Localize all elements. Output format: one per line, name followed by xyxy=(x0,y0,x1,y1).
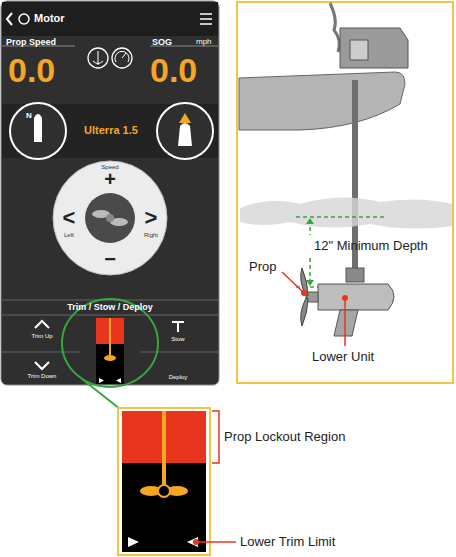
lockout-bracket xyxy=(212,411,219,463)
divider xyxy=(140,352,218,353)
prop-hub xyxy=(106,214,114,222)
prop-hub xyxy=(158,485,170,497)
control-symbol: + xyxy=(104,168,116,190)
control-symbol: < xyxy=(63,206,76,230)
cruise-symbol xyxy=(115,51,129,62)
control-label: Right xyxy=(144,232,158,239)
zoom-line xyxy=(82,379,120,409)
trim-limit-marks xyxy=(99,378,121,383)
field-label: SOG xyxy=(152,38,172,48)
trim-limit-marks xyxy=(128,537,198,547)
part-label: Lower Unit xyxy=(312,350,374,364)
button-label: Deploy xyxy=(169,374,188,381)
boat-icon xyxy=(34,114,42,142)
model-name: Ulterra 1.5 xyxy=(84,124,138,136)
control-pad xyxy=(53,161,167,275)
part-label: Lower Trim Limit xyxy=(240,535,335,549)
trim-indicator xyxy=(96,318,124,384)
status-band xyxy=(2,104,218,158)
direction-arrow xyxy=(179,113,191,123)
leader-dot xyxy=(301,290,307,296)
collar xyxy=(346,268,364,282)
divider xyxy=(2,315,218,316)
section-title: Trim / Stow / Deploy xyxy=(67,303,153,313)
field-label: Prop Speed xyxy=(6,38,56,48)
heading-circle xyxy=(10,103,66,159)
zoom-circle xyxy=(62,299,158,387)
speed-value: 0.0 xyxy=(8,52,55,89)
lower-unit xyxy=(318,284,394,310)
motor-panel xyxy=(237,2,453,383)
trim-indicator-detail xyxy=(122,411,206,552)
anchor-icon xyxy=(88,48,108,68)
anchor-symbol xyxy=(93,51,103,65)
menu-icon xyxy=(200,14,212,24)
depth-arrows xyxy=(306,218,314,286)
control-label: Left xyxy=(64,232,74,239)
shaft-line xyxy=(109,318,111,356)
unit-label: mph xyxy=(196,38,212,47)
speed-value: 0.0 xyxy=(150,52,197,89)
surface-dash xyxy=(296,216,384,218)
propeller xyxy=(301,268,308,326)
button-label: Trim Down xyxy=(28,373,57,380)
part-label: Prop xyxy=(249,260,276,274)
button-label: Trim Up xyxy=(31,333,52,340)
trim-up-chevron xyxy=(35,321,49,328)
header-bar xyxy=(2,2,218,36)
motor-head xyxy=(340,28,408,68)
dimension-label: 12" Minimum Depth xyxy=(314,239,428,253)
leader-dot xyxy=(193,539,199,545)
button-label: Stow xyxy=(171,336,184,343)
water-surface xyxy=(240,197,452,228)
cruise-icon xyxy=(112,48,132,68)
leader-line xyxy=(196,541,236,543)
cable xyxy=(330,3,339,52)
trim-down-chevron xyxy=(35,362,49,369)
leader-line xyxy=(282,272,303,292)
divider xyxy=(2,352,80,353)
leader-line xyxy=(344,298,346,346)
app-icon xyxy=(19,14,29,24)
motor-circle xyxy=(157,103,213,159)
stow-icon xyxy=(172,322,184,332)
mount xyxy=(350,40,368,60)
part-label: Prop Lockout Region xyxy=(224,430,345,444)
prop-marker xyxy=(104,355,116,361)
control-symbol: − xyxy=(104,248,116,270)
control-symbol: > xyxy=(145,206,158,230)
compass-letter: N xyxy=(26,112,32,121)
screen-title: Motor xyxy=(34,12,65,24)
motor-icon xyxy=(178,123,192,146)
zoom-frame xyxy=(118,408,210,555)
prop-button xyxy=(85,193,135,243)
boat-hull xyxy=(239,72,405,130)
skeg xyxy=(334,310,358,336)
back-icon xyxy=(7,13,12,25)
shaft-line-detail xyxy=(162,411,166,488)
phone-screen xyxy=(1,1,219,385)
leader-dot xyxy=(342,295,348,301)
